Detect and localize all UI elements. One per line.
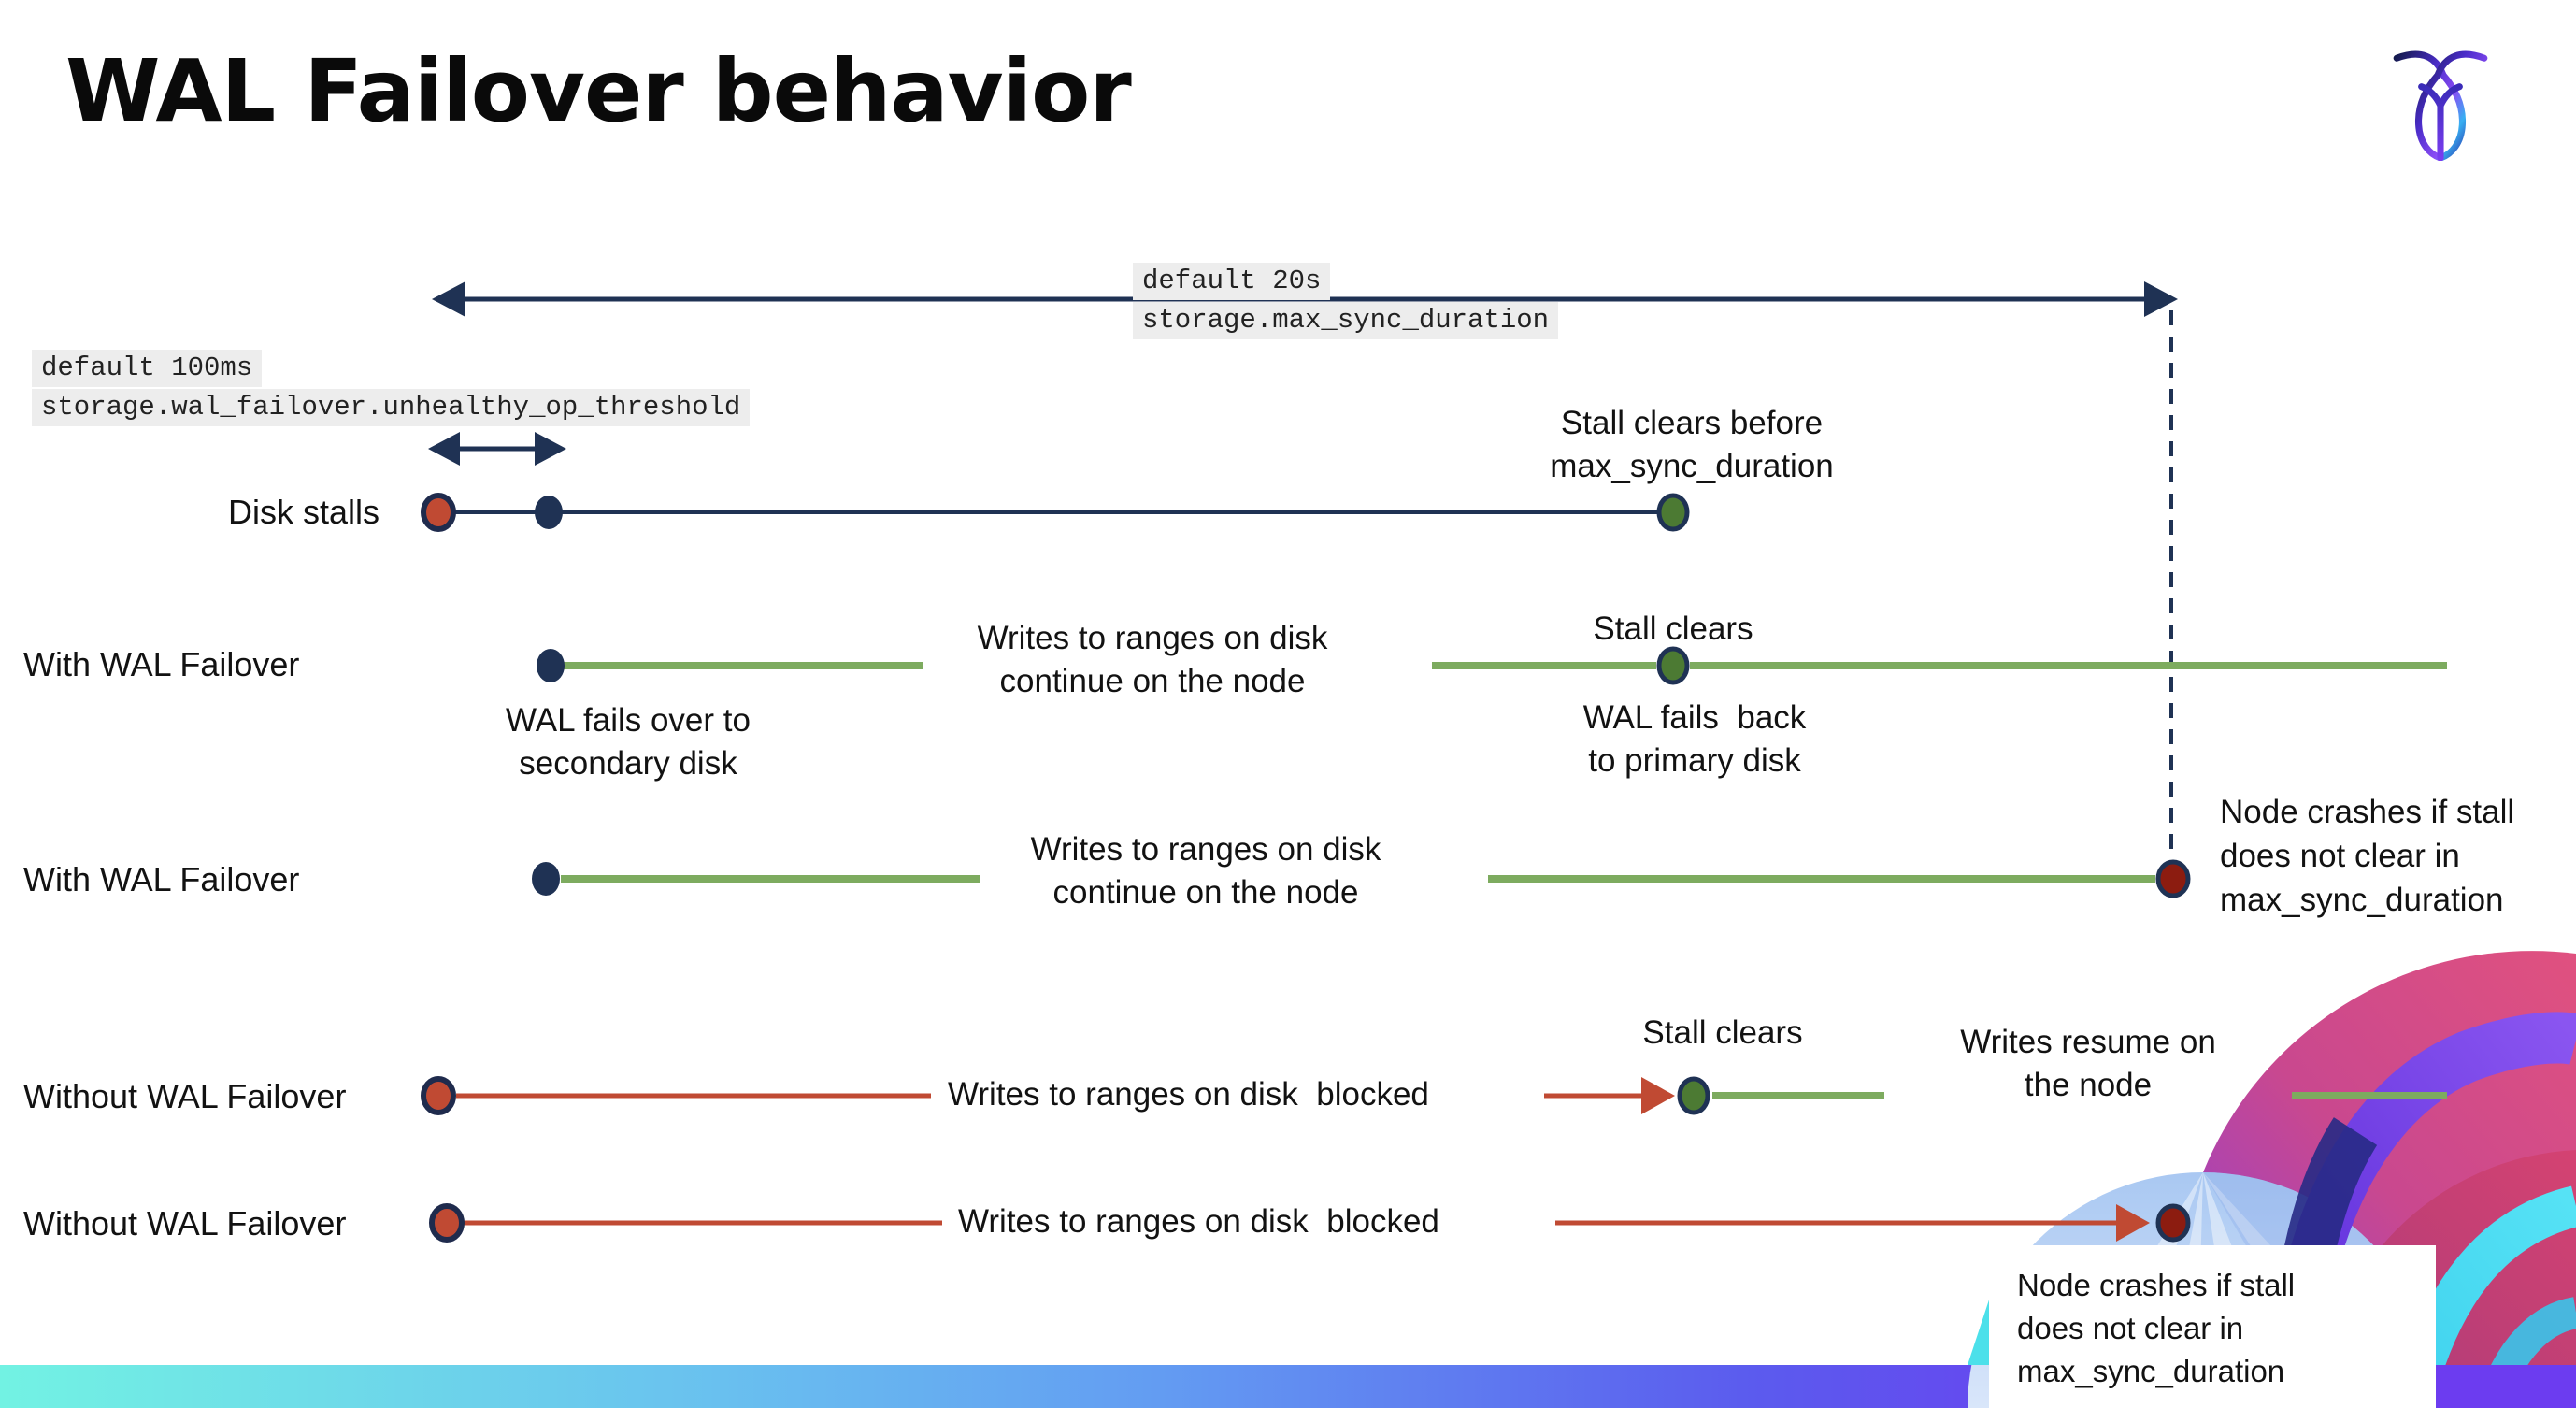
unhealthy-op-threshold-annotation: default 100ms storage.wal_failover.unhea… (32, 350, 751, 428)
max-sync-setting-label: storage.max_sync_duration (1133, 302, 1559, 339)
unhealthy-op-threshold-arrow (428, 432, 566, 466)
row2-failback-text: WAL fails back to primary disk (1582, 699, 1807, 779)
row3-writes-text: Writes to ranges on disk continue on the… (1030, 831, 1381, 911)
row3-label: With WAL Failover (23, 860, 300, 898)
row2-stall-clears-text: Stall clears (1593, 611, 1753, 647)
row2-label: With WAL Failover (23, 645, 300, 683)
max-sync-duration-annotation: default 20s storage.max_sync_duration (1133, 263, 1559, 341)
row2-writes-text: Writes to ranges on disk continue on the… (977, 620, 1328, 699)
row1-stall-start-dot (421, 493, 456, 532)
row4-stall-start-dot (421, 1076, 456, 1115)
row1-label: Disk stalls (228, 493, 380, 531)
row5-label: Without WAL Failover (23, 1204, 347, 1243)
row4-writes-text: Writes to ranges on disk blocked (948, 1076, 1429, 1113)
row5-writes-text: Writes to ranges on disk blocked (958, 1203, 1439, 1240)
row1-stall-clears-text: Stall clears before max_sync_duration (1550, 405, 1834, 484)
unhealthy-op-setting-label: storage.wal_failover.unhealthy_op_thresh… (32, 389, 751, 426)
row4-label: Without WAL Failover (23, 1077, 347, 1115)
row4-stall-clear-dot (1677, 1076, 1710, 1115)
row2-failover-text: WAL fails over to secondary disk (506, 702, 751, 782)
row4-resume-text: Writes resume on the node (1960, 1024, 2216, 1103)
crash-note-box: Node crashes if stall does not clear in … (1989, 1245, 2436, 1408)
row1-stall-clear-dot (1656, 493, 1690, 532)
row3-failover-dot (532, 862, 560, 896)
row5-crash-text: Node crashes if stall does not clear in … (2017, 1268, 2296, 1388)
max-sync-default-label: default 20s (1133, 263, 1331, 300)
row5-stall-start-dot (429, 1203, 465, 1243)
row2-failover-dot (537, 649, 565, 682)
row3-crash-dot (2155, 859, 2191, 898)
row4-stall-clears-text: Stall clears (1642, 1014, 1803, 1051)
page-title: WAL Failover behavior (65, 41, 1132, 141)
unhealthy-op-default-label: default 100ms (32, 350, 263, 387)
row4-arrowhead (1641, 1077, 1675, 1114)
row2-stall-clear-dot (1656, 646, 1690, 685)
row3-crash-text: Node crashes if stall does not clear in … (2220, 794, 2515, 918)
row1-threshold-dot (535, 496, 563, 529)
cockroachdb-logo-icon (2393, 50, 2488, 161)
